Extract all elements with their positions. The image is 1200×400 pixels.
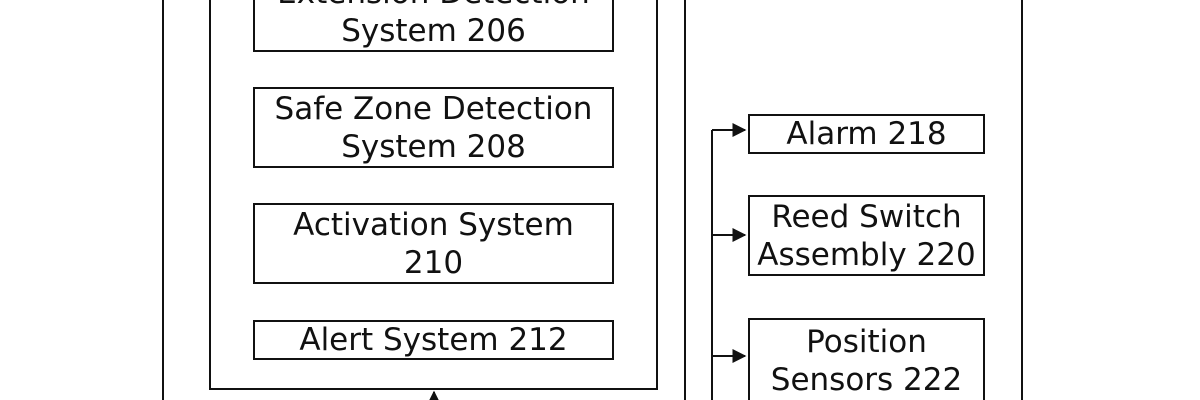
position-sensors-block: Position Sensors 222 [748,318,985,400]
block-label-line2: Assembly 220 [757,236,976,273]
block-label-line2: System 206 [341,13,526,49]
alarm-block: Alarm 218 [748,114,985,154]
block-label-line1: Position [806,324,927,360]
reed-switch-assembly-block: Reed Switch Assembly 220 [748,195,985,276]
inner-module-frame [209,0,658,390]
activation-system-block: Activation System 210 [253,203,614,284]
block-label-line2: System 208 [341,128,526,165]
extension-detection-system-block: Extension Detection System 206 [253,0,614,52]
block-label-line1: Extension Detection [277,0,590,12]
alert-system-block: Alert System 212 [253,320,614,360]
block-label-line2: 210 [403,244,464,281]
safe-zone-detection-system-block: Safe Zone Detection System 208 [253,87,614,168]
block-label-line1: Reed Switch [771,198,962,235]
block-label-line1: Alert System 212 [299,322,568,358]
block-label-line1: Activation System [293,206,574,243]
block-label-line1: Safe Zone Detection [274,90,593,127]
block-label-line2: Sensors 222 [770,362,963,398]
block-label-line1: Alarm 218 [786,116,947,152]
